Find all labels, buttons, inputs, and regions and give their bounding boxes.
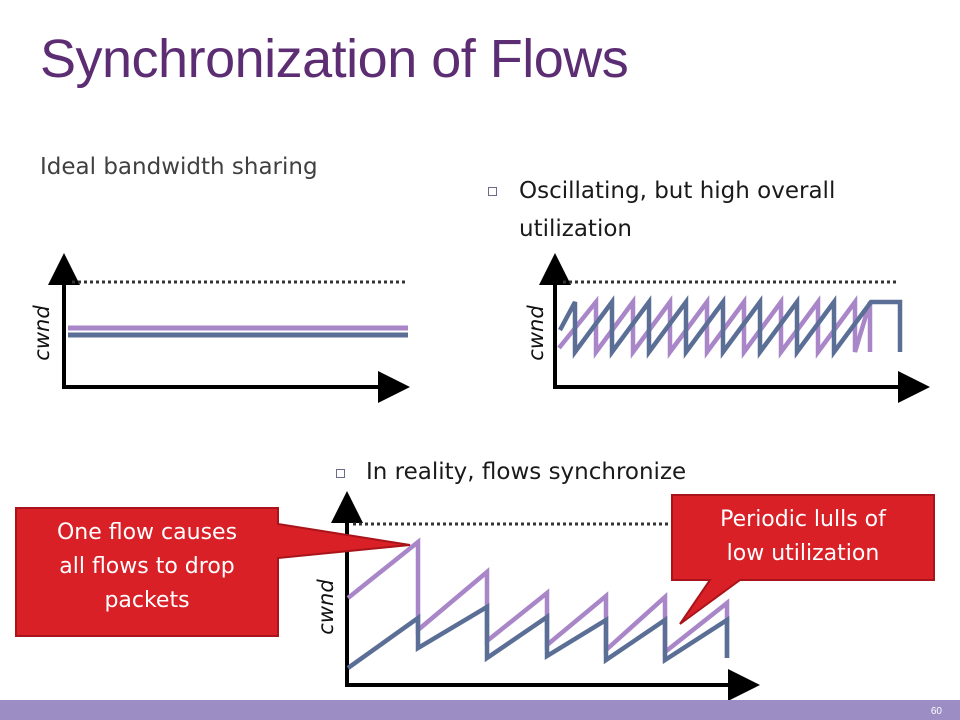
bullet-icon (336, 469, 345, 478)
footer-bar: 60 (0, 700, 960, 720)
slide-number: 60 (930, 706, 942, 717)
oscillating-line1: Oscillating, but high overall (519, 178, 836, 204)
callout-left-line1: One flow causes (56, 520, 238, 545)
ideal-chart (48, 253, 410, 403)
ideal-ylabel: cwnd (30, 305, 54, 361)
reality-flow-purple (346, 537, 730, 658)
callout-left-shape (15, 507, 411, 637)
callout-left-line3: packets (104, 588, 190, 613)
reality-heading: In reality, flows synchronize (366, 459, 687, 485)
callout-right: Periodic lulls of low utilization (672, 503, 934, 571)
callout-left-line2: all flows to drop (59, 554, 235, 579)
reality-chart (331, 491, 760, 701)
slide-title: Synchronization of Flows (40, 29, 629, 89)
osc-ylabel: cwnd (524, 305, 548, 361)
callout-right-line1: Periodic lulls of (720, 507, 886, 532)
oscillating-chart (539, 253, 930, 403)
reality-ylabel: cwnd (314, 579, 338, 635)
osc-flow-purple (557, 295, 873, 359)
callout-left: One flow causes all flows to drop packet… (16, 516, 278, 618)
osc-flow-blue (558, 295, 903, 359)
bullet-icon (488, 187, 497, 196)
oscillating-line2: utilization (519, 216, 632, 242)
callout-right-shape (671, 494, 935, 625)
callout-right-line2: low utilization (726, 541, 880, 566)
reality-flow-blue (346, 603, 730, 670)
ideal-heading: Ideal bandwidth sharing (40, 154, 318, 180)
